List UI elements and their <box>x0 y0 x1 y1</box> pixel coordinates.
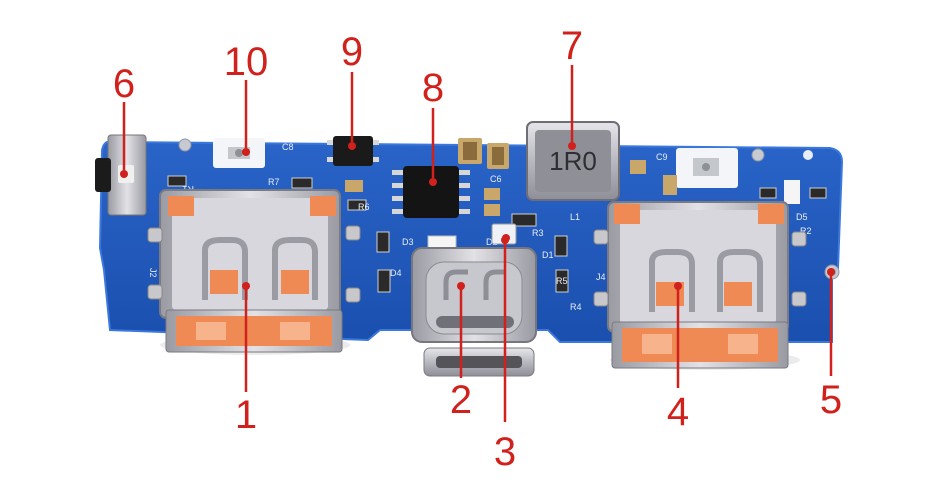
callout-4: 4 <box>666 390 690 434</box>
callout-7: 7 <box>560 24 584 68</box>
svg-text:C8: C8 <box>282 142 294 152</box>
svg-text:R6: R6 <box>358 202 370 212</box>
callout-9: 9 <box>340 30 364 74</box>
mount-hole <box>751 148 765 162</box>
svg-text:D3: D3 <box>402 237 414 247</box>
ic-8 <box>403 166 459 218</box>
svg-text:R5: R5 <box>556 276 568 286</box>
usb-a-port-1 <box>159 189 343 353</box>
callout-5: 5 <box>819 378 843 422</box>
svg-text:J2: J2 <box>148 268 158 278</box>
callout-8: 8 <box>421 66 445 110</box>
inductor-marking: 1R0 <box>549 146 597 176</box>
callout-3: 3 <box>493 430 517 474</box>
svg-text:J4: J4 <box>596 272 606 282</box>
usb-c-port-2 <box>411 247 537 343</box>
svg-text:C6: C6 <box>490 174 502 184</box>
mount-hole <box>178 138 192 152</box>
callout-10: 10 <box>223 40 269 84</box>
callout-1: 1 <box>234 393 258 437</box>
usb-a-port-4 <box>607 201 789 369</box>
svg-text:R3: R3 <box>532 228 544 238</box>
callout-2: 2 <box>449 378 473 422</box>
callout-6: 6 <box>112 62 136 106</box>
svg-text:L1: L1 <box>570 212 580 222</box>
svg-text:R4: R4 <box>570 302 582 312</box>
svg-text:D5: D5 <box>796 212 808 222</box>
svg-text:R2: R2 <box>800 226 812 236</box>
svg-text:D1: D1 <box>542 250 554 260</box>
ic-9 <box>333 136 373 166</box>
callout-leaders <box>122 65 833 422</box>
svg-text:D4: D4 <box>390 268 402 278</box>
svg-text:C9: C9 <box>656 152 668 162</box>
svg-text:R7: R7 <box>268 177 280 187</box>
